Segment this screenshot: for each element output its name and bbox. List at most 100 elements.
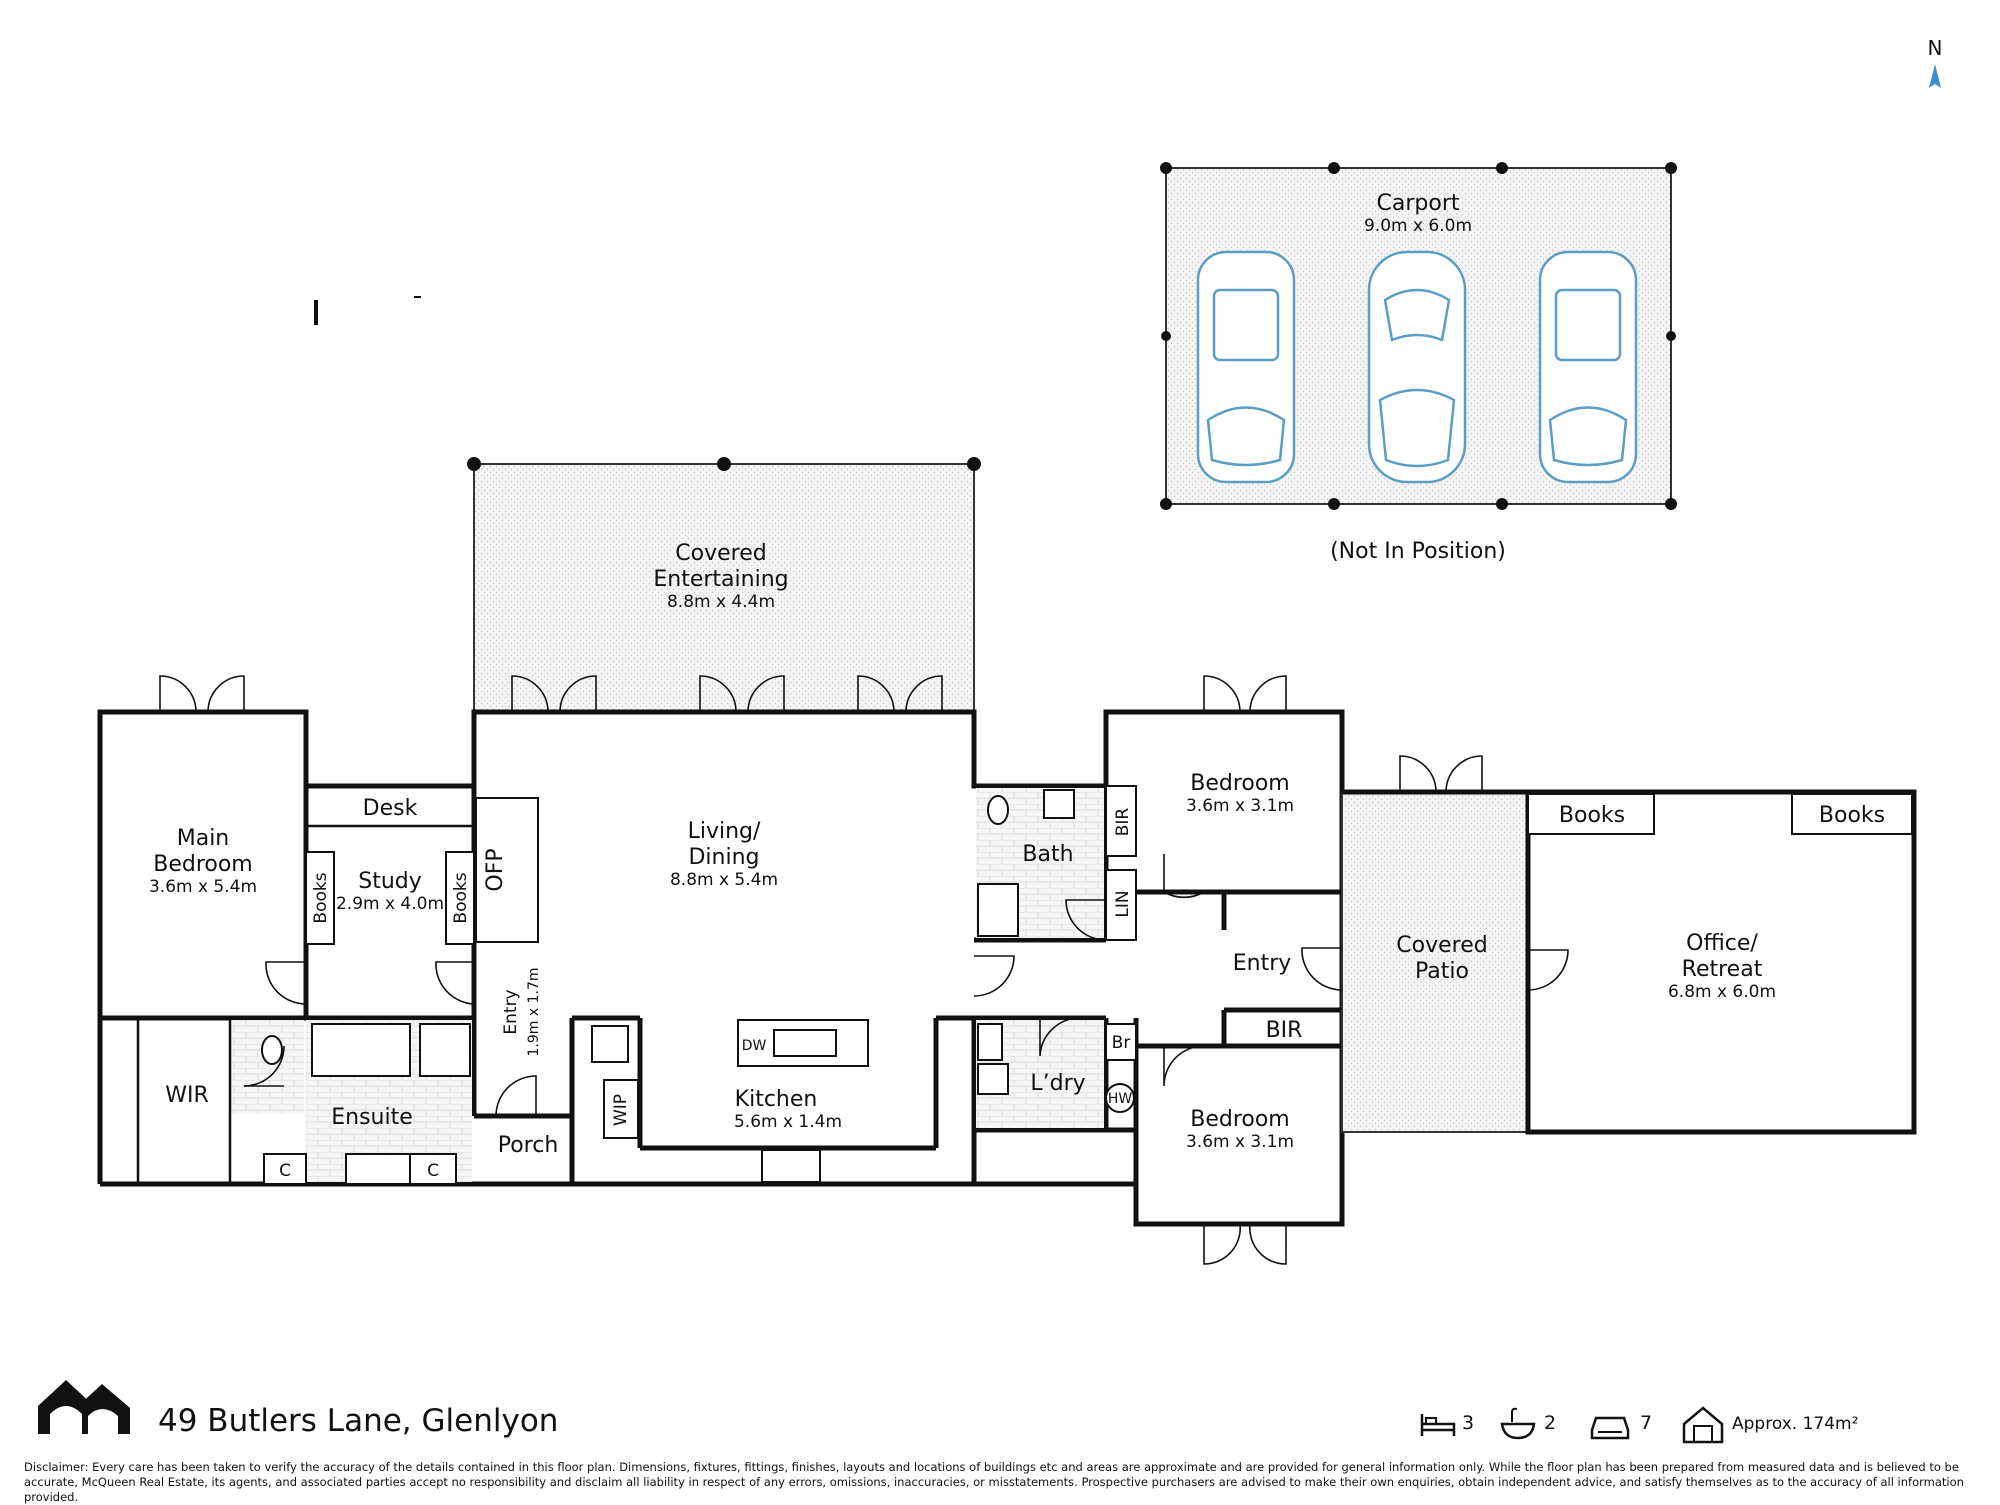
covered-entertaining-label-2: Entertaining <box>653 567 788 592</box>
ofp-label: OFP <box>483 848 508 891</box>
doors <box>159 675 1569 1265</box>
car-icon <box>1538 250 1638 484</box>
entry-label: Entry <box>1233 951 1292 976</box>
cooktop-icon <box>761 1149 821 1183</box>
cars-count: 7 <box>1640 1412 1653 1434</box>
bed-icon <box>1420 1414 1456 1436</box>
property-address: 49 Butlers Lane, Glenlyon <box>158 1403 559 1439</box>
bir-cupboard <box>1105 785 1137 857</box>
books-label: Books <box>311 872 331 923</box>
bookshelf-office-right <box>1791 793 1913 835</box>
floor-area: Approx. 174m² <box>1732 1414 1859 1434</box>
wir-label: WIR <box>165 1083 209 1108</box>
fridge-icon <box>591 1025 629 1063</box>
bath-icon <box>1500 1407 1536 1440</box>
ensuite-label: Ensuite <box>331 1105 413 1130</box>
main-bedroom-label-2: Bedroom <box>153 852 253 877</box>
lin-cupboard <box>1105 869 1137 941</box>
entry-west-size: 1.9m x 1.7m <box>526 968 542 1057</box>
covered-patio-label-1: Covered <box>1396 933 1487 958</box>
covered-entertaining-label-1: Covered <box>675 541 766 566</box>
covered-entertaining: Covered Entertaining 8.8m x 4.4m <box>467 457 981 713</box>
house-walls <box>97 709 1345 1227</box>
fireplace-icon <box>475 797 539 943</box>
laundry: L’dry Br HW <box>977 1023 1137 1113</box>
shower-icon <box>419 1023 471 1077</box>
bedroom-north-label: Bedroom <box>1190 771 1290 796</box>
bedrooms-count: 3 <box>1462 1412 1475 1434</box>
north-indicator: N <box>1920 36 1950 97</box>
carport-note: (Not In Position) <box>1330 539 1506 564</box>
office-size: 6.8m x 6.0m <box>1668 982 1776 1002</box>
bath-label: Bath <box>1022 842 1073 867</box>
books-label: Books <box>1819 803 1885 828</box>
kitchen-label: Kitchen <box>735 1087 818 1112</box>
laundry-label: L’dry <box>1030 1071 1085 1096</box>
living-size: 8.8m x 5.4m <box>670 870 778 890</box>
carport-posts <box>1160 162 1677 510</box>
office-label-1: Office/ <box>1686 931 1758 956</box>
bedroom-south-size: 3.6m x 3.1m <box>1186 1132 1294 1152</box>
hw-label: HW <box>1108 1091 1133 1107</box>
bookshelf-study-right <box>445 851 475 945</box>
toilet-icon <box>261 1035 283 1065</box>
sink-icon <box>773 1029 837 1057</box>
car-icon <box>1367 250 1467 484</box>
wip-shelf <box>603 1079 639 1139</box>
cupboard-right <box>409 1153 457 1185</box>
stray-marks <box>314 296 421 325</box>
cupboard-right-label: C <box>427 1161 439 1181</box>
lin-label: LIN <box>1113 890 1133 917</box>
carport-label: Carport <box>1377 191 1460 216</box>
bathrooms-count: 2 <box>1544 1412 1557 1434</box>
cupboard-left <box>263 1153 307 1185</box>
entertaining-posts <box>467 457 981 471</box>
patio-office-walls <box>1341 789 1917 1135</box>
house-area-icon <box>1682 1406 1724 1444</box>
living-label-1: Living/ <box>688 819 761 844</box>
wip-label: WIP <box>611 1094 631 1126</box>
covered-entertaining-size: 8.8m x 4.4m <box>667 592 775 612</box>
study-label: Study <box>358 869 422 894</box>
kitchen-size: 5.6m x 1.4m <box>734 1112 842 1132</box>
br-cupboard <box>1105 1023 1137 1061</box>
living-dining: OFP Living/ Dining 8.8m x 5.4m Entry 1.9… <box>475 797 778 1158</box>
books-label: Books <box>1559 803 1625 828</box>
car-icon <box>1590 1416 1630 1440</box>
north-arrow-icon <box>1929 64 1941 88</box>
main-bedroom-label-1: Main <box>177 826 230 851</box>
ensuite: Ensuite C C <box>261 1023 471 1185</box>
study-size: 2.9m x 4.0m <box>336 894 444 914</box>
washer-icon <box>977 1063 1009 1095</box>
basin-icon <box>1043 789 1075 819</box>
desk-label: Desk <box>363 796 418 821</box>
toilet-icon <box>987 795 1009 825</box>
bedroom-north-size: 3.6m x 3.1m <box>1186 796 1294 816</box>
property-stats: 3 2 7 Approx. 174m² <box>1418 1404 1938 1448</box>
carport: Carport 9.0m x 6.0m (Not In Position) <box>1160 162 1677 564</box>
trough-icon <box>977 1023 1003 1061</box>
car-icon <box>1196 250 1296 484</box>
porch-label: Porch <box>498 1133 559 1158</box>
bookshelf-office-left <box>1527 793 1655 835</box>
vanity-icon <box>345 1153 413 1185</box>
living-label-2: Dining <box>688 845 759 870</box>
main-bedroom-size: 3.6m x 5.4m <box>149 877 257 897</box>
office-retreat: Books Books Office/ Retreat 6.8m x 6.0m <box>1527 793 1913 1002</box>
bedroom-north: Bedroom 3.6m x 3.1m <box>1186 771 1294 816</box>
covered-patio-label-2: Patio <box>1415 959 1469 984</box>
entry-west-label: Entry <box>501 989 521 1034</box>
covered-patio: Covered Patio <box>1396 933 1487 984</box>
br-label: Br <box>1112 1033 1131 1053</box>
bir-label: BIR <box>1266 1018 1303 1043</box>
office-label-2: Retreat <box>1682 957 1763 982</box>
carport-size: 9.0m x 6.0m <box>1364 216 1472 236</box>
bookshelf-study-left <box>305 851 335 945</box>
bir-label: BIR <box>1113 808 1133 837</box>
main-bedroom: Main Bedroom 3.6m x 5.4m WIR <box>136 826 257 1184</box>
books-label: Books <box>451 872 471 923</box>
shower-icon <box>977 883 1019 937</box>
bath: Bath BIR LIN <box>977 785 1137 941</box>
bedroom-south-label: Bedroom <box>1190 1107 1290 1132</box>
